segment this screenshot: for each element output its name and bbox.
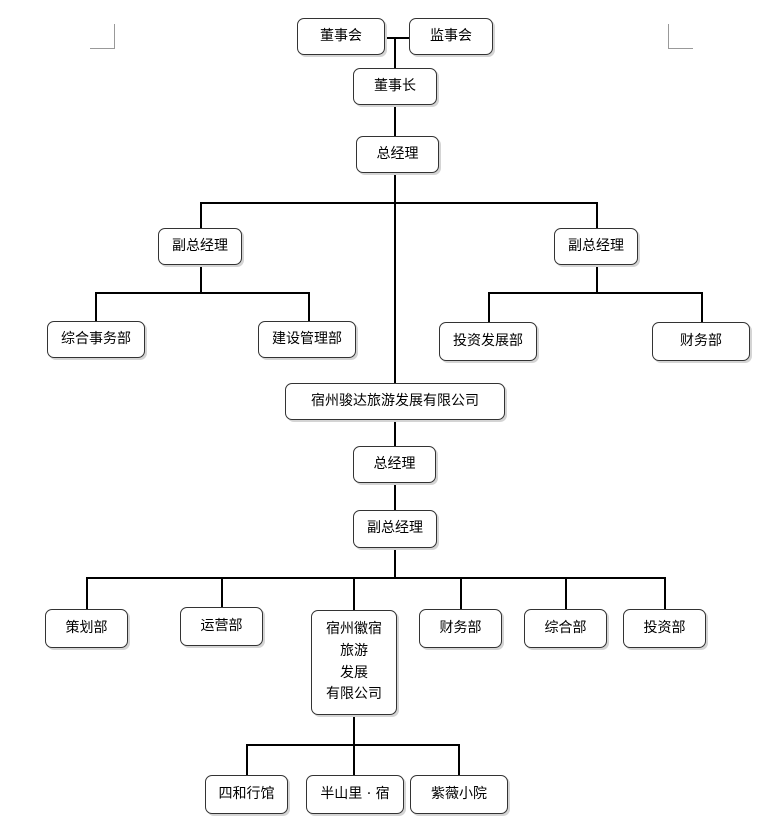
subsidiary-gm-node: 总经理 <box>353 446 436 483</box>
subsidiary-company-node: 宿州骏达旅游发展有限公司 <box>285 383 505 420</box>
connector-to-general-affairs <box>95 292 97 322</box>
connector-main-trunk <box>394 172 396 385</box>
connector-gm-deputy <box>394 482 396 511</box>
investment-dept-node: 投资部 <box>623 609 706 648</box>
connector-deputy-right-down <box>596 264 598 294</box>
connector-to-planning <box>86 577 88 610</box>
connector-right-depts-bar <box>488 292 703 294</box>
ziwei-courtyard-node: 紫薇小院 <box>410 775 508 814</box>
connector-to-investment-dev <box>488 292 490 323</box>
connector-chairman-gm <box>394 104 396 137</box>
connector-to-banshanli <box>353 744 355 776</box>
connector-bottom-depts-bar <box>86 577 666 579</box>
deputy-gm-left-node: 副总经理 <box>158 228 242 265</box>
chairman-node: 董事长 <box>353 68 437 105</box>
connector-deputy-to-bar <box>394 547 396 579</box>
connector-to-deputy-right <box>596 202 598 229</box>
siheyuan-hotel-node: 四和行馆 <box>205 775 288 814</box>
connector-to-finance-top <box>701 292 703 323</box>
finance-dept-top-node: 财务部 <box>652 322 750 361</box>
connector-huisu-down <box>353 714 355 745</box>
connector-to-ziwei <box>458 744 460 776</box>
general-affairs-dept-node: 综合事务部 <box>47 321 145 358</box>
investment-dev-dept-node: 投资发展部 <box>439 322 537 361</box>
general-manager-node: 总经理 <box>356 136 439 173</box>
connector-deputy-bar <box>200 202 598 204</box>
huisu-company-node: 宿州徽宿 旅游 发展 有限公司 <box>311 610 397 715</box>
connector-to-operations <box>221 577 223 608</box>
deputy-gm-right-node: 副总经理 <box>554 228 638 265</box>
connector-to-huisu <box>353 577 355 611</box>
connector-to-finance-bottom <box>460 577 462 610</box>
board-of-directors-node: 董事会 <box>297 18 385 55</box>
finance-dept-bottom-node: 财务部 <box>419 609 502 648</box>
connector-to-general <box>565 577 567 610</box>
general-dept-node: 综合部 <box>524 609 607 648</box>
connector-to-investment <box>664 577 666 610</box>
connector-to-deputy-left <box>200 202 202 229</box>
board-of-supervisors-node: 监事会 <box>409 18 493 55</box>
connector-to-siheyuan <box>246 744 248 776</box>
connector-subsidiary-gm <box>394 419 396 447</box>
connector-board-chairman <box>394 37 396 69</box>
subsidiary-deputy-gm-node: 副总经理 <box>353 510 437 548</box>
page-corner-mark-right <box>668 24 693 49</box>
construction-mgmt-dept-node: 建设管理部 <box>258 321 356 358</box>
connector-to-construction <box>308 292 310 322</box>
page-corner-mark-left <box>90 24 115 49</box>
connector-board-supervisors <box>385 37 410 39</box>
connector-deputy-left-down <box>200 264 202 294</box>
banshanli-hotel-node: 半山里 · 宿 <box>306 775 404 814</box>
planning-dept-node: 策划部 <box>45 609 128 648</box>
connector-left-depts-bar <box>95 292 310 294</box>
operations-dept-node: 运营部 <box>180 607 263 646</box>
